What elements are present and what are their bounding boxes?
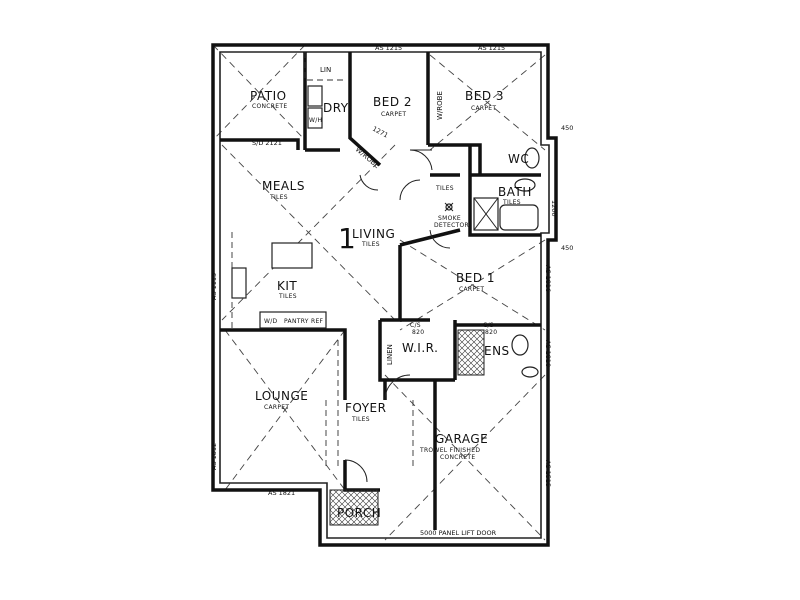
dim-right-d: AS 1515 [544,460,552,487]
dashed-lines [231,52,414,470]
dim-left-2: AS 1812 [210,443,218,470]
cs1-label: C/S [410,322,421,329]
interior-walls [220,52,541,530]
smoke-label: SMOKE [438,215,461,222]
wh-label: W/H [309,117,322,124]
door-swings [344,149,451,483]
dim-right-c: AS 1810 [544,340,552,367]
bed1-surface: CARPET [459,286,484,293]
bath-tub [499,204,539,231]
lounge-label: LOUNGE [255,389,308,403]
living-label: LIVING [352,227,395,241]
ens-toilet [511,334,529,356]
living-number: 1 [338,222,356,255]
garage-surface-1: TROWEL FINISHED [419,447,480,454]
dim-diag-a: 1271 [371,125,389,140]
cs2-dim: 820 [485,329,497,336]
meals-surface: TILES [269,194,288,201]
ens-basin [521,366,539,378]
wrobe-label-1: W/ROBE [436,91,444,120]
cs1-dim: 820 [412,329,424,336]
lounge-surface: CARPET [264,404,289,411]
bed3-surface: CARPET [471,105,496,112]
wc-label: WC [508,152,529,166]
outer-walls [211,43,558,547]
ens-label: ENS [484,344,510,358]
linen-label: LINEN [386,344,394,365]
dim-top-1: AS 1215 [375,44,402,52]
vanity-basin [514,178,536,192]
kitchen-bench [231,267,247,299]
bed2-label: BED 2 [373,95,412,109]
bed1-label: BED 1 [456,271,495,285]
dim-bottom: AS 1821 [268,489,295,497]
ref-label: REF [311,318,324,325]
wall-heater [307,107,323,129]
pantry-unit [259,311,327,329]
meals-label: MEALS [262,179,305,193]
detector-label: DETECTOR [434,222,469,229]
pantry-label: PANTRY [284,318,309,325]
cs2-label: C/S [483,322,494,329]
bed2-surface: CARPET [381,111,406,118]
fixtures [231,85,540,526]
bath-label: BATH [498,185,532,199]
ens-shower [457,329,485,376]
dim-right-a: 1200 [550,200,558,217]
dim-right-b: AS 1816 [544,265,552,292]
dimension-labels: AS 1215 AS 1215 S/D 2121 450 450 AS 1115… [210,44,573,537]
wrobe-label-2: W/ROBE [354,145,381,170]
garage-label: GARAGE [435,432,488,446]
wc-toilet [524,147,540,169]
laundry-tub [307,85,323,107]
wd-label: W/D [264,318,278,325]
living-surface: TILES [361,241,380,248]
kit-surface: TILES [278,293,297,300]
patio-surface: CONCRETE [252,103,287,110]
lin-label: LIN [320,66,331,74]
dim-right-1: 450 [561,124,573,132]
dim-sd: S/D 2121 [252,139,282,147]
dim-right-2: 450 [561,244,573,252]
dim-garage-door: 5000 PANEL LIFT DOOR [420,529,497,537]
patio-label: PATIO [250,89,287,103]
dry-label: DRY [323,101,349,115]
bath-surface: TILES [502,199,521,206]
room-diagonals [212,44,546,541]
porch-label: PORCH [337,506,381,520]
hall-surface: TILES [435,185,454,192]
porch-slab [329,489,379,526]
garage-surface-2: CONCRETE [440,454,475,461]
kit-label: KIT [277,279,297,293]
dim-left-1: AS 1115 [210,273,218,300]
wir-label: W.I.R. [402,341,438,355]
dim-top-2: AS 1215 [478,44,505,52]
foyer-label: FOYER [345,401,386,415]
foyer-surface: TILES [351,416,370,423]
bed3-label: BED 3 [465,89,504,103]
room-labels: PATIO CONCRETE LIN DRY W/H BED 2 CARPET … [250,66,532,520]
kitchen-island [271,242,313,269]
